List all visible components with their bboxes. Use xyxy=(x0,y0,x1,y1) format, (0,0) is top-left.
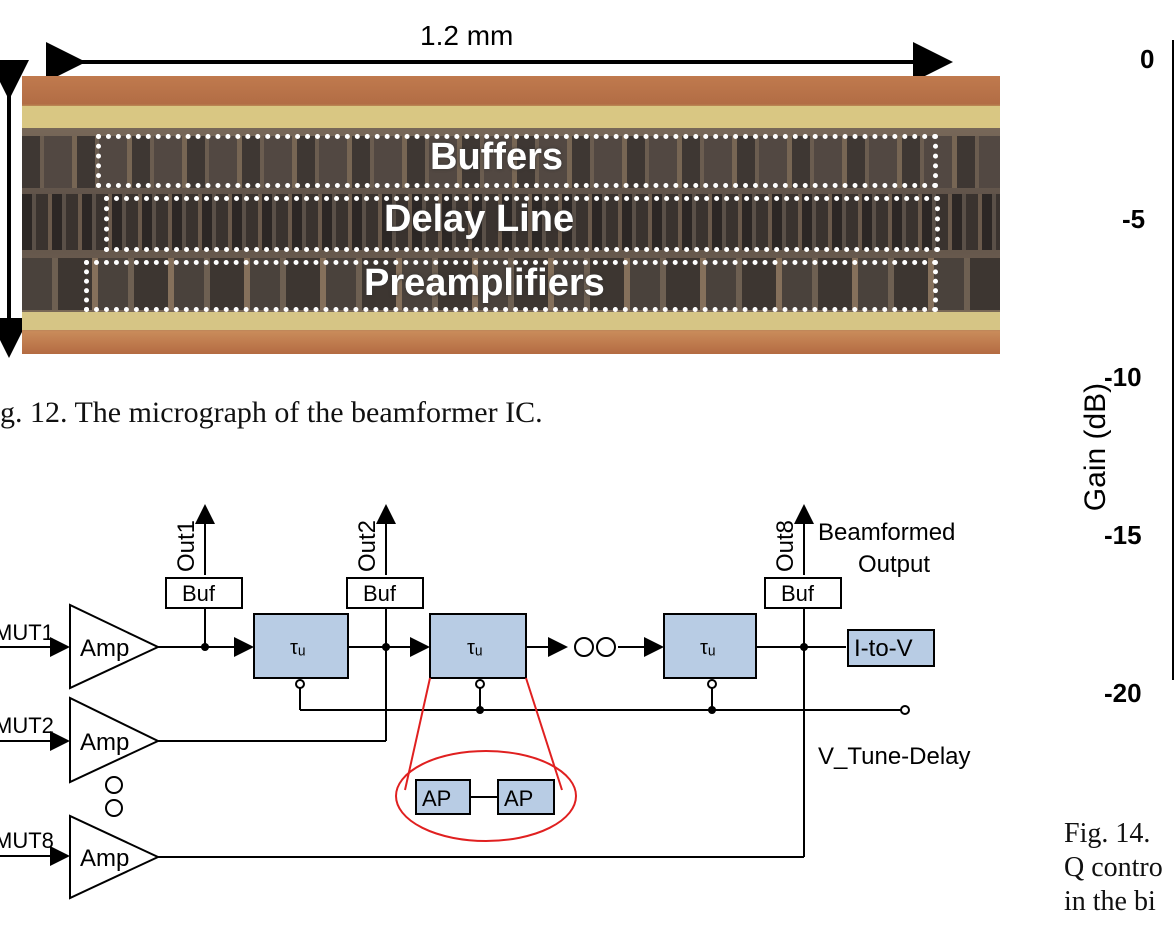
buffers-region xyxy=(96,134,938,188)
i-to-v-label: I-to-V xyxy=(854,635,913,662)
beamformed-label-line2: Output xyxy=(858,551,930,578)
preamplifiers-label: Preamplifiers xyxy=(364,262,605,304)
fig14-y-axis xyxy=(1172,40,1174,680)
out8-label: Out8 xyxy=(772,520,799,572)
more-inputs-dot-2 xyxy=(105,799,123,817)
ytick-3: -15 xyxy=(1104,520,1142,550)
delay-cell-1-label: τᵤ xyxy=(290,637,306,659)
i-to-v-box xyxy=(847,629,935,667)
ap-zoom-ellipse xyxy=(395,750,577,842)
input-label-mut8: MUT8 xyxy=(0,828,54,853)
ap-box-2 xyxy=(497,779,555,815)
amp8-triangle xyxy=(69,814,161,900)
ytick-0: 0 xyxy=(1140,44,1155,74)
more-inputs-dot-1 xyxy=(105,776,123,794)
buf2-label: Buf xyxy=(363,581,397,606)
ytick-2: -10 xyxy=(1104,362,1142,392)
v-tune-label: V_Tune-Delay xyxy=(818,743,971,770)
pad-stripe-top xyxy=(22,106,1000,128)
delay-cell-1 xyxy=(253,613,349,679)
ap-label-2: AP xyxy=(504,786,533,811)
circuit-row-2 xyxy=(22,194,1000,250)
delay-line-region xyxy=(104,196,940,252)
ytick-4: -20 xyxy=(1104,678,1142,708)
input-label-mut2: MUT2 xyxy=(0,713,54,738)
out2-label: Out2 xyxy=(354,520,381,572)
buf1-box xyxy=(165,577,243,609)
pad-stripe-bottom xyxy=(22,312,1000,330)
amp1-triangle xyxy=(69,603,161,690)
buffers-label: Buffers xyxy=(430,136,564,178)
delay-cell-n-label: τᵤ xyxy=(700,637,716,659)
fig14-caption-line1: Fig. 14. xyxy=(1064,818,1151,849)
beamformer-block-diagram: MUT1 MUT2 MUT8 Amp Amp Amp Buf Buf Buf τ… xyxy=(0,504,971,900)
fig12-caption: g. 12. The micrograph of the beamformer … xyxy=(0,396,543,429)
micrograph-image: Buffers Delay Line Preamplifiers xyxy=(22,76,1000,354)
amp2-label: Amp xyxy=(80,729,129,756)
out1-label: Out1 xyxy=(173,520,200,572)
circuit-row-1 xyxy=(22,136,1000,188)
amp8-label: Amp xyxy=(80,845,129,872)
dimension-arrows xyxy=(0,42,953,358)
fig14-caption-line2: Q contro xyxy=(1064,852,1163,883)
beamformed-label-line1: Beamformed xyxy=(818,519,955,546)
delay-cell-2-label: τᵤ xyxy=(467,637,483,659)
buf8-label: Buf xyxy=(781,581,815,606)
more-stages-dot-1 xyxy=(574,637,594,657)
amp1-label: Amp xyxy=(80,635,129,662)
circuit-row-3 xyxy=(22,258,1000,310)
more-stages-dot-2 xyxy=(596,637,616,657)
fig14-caption-line3: in the bi xyxy=(1064,886,1156,917)
buf1-label: Buf xyxy=(182,581,216,606)
buf2-box xyxy=(346,577,424,609)
ytick-1: -5 xyxy=(1122,204,1146,234)
delay-line-label: Delay Line xyxy=(384,198,575,240)
width-label: 1.2 mm xyxy=(420,20,514,51)
amp2-triangle xyxy=(69,696,161,784)
delay-cell-2 xyxy=(429,613,527,679)
delay-cell-n xyxy=(663,613,757,679)
buf8-box xyxy=(764,577,842,609)
preamplifiers-region xyxy=(84,260,938,312)
input-label-mut1: MUT1 xyxy=(0,620,54,645)
ap-label-1: AP xyxy=(422,786,451,811)
